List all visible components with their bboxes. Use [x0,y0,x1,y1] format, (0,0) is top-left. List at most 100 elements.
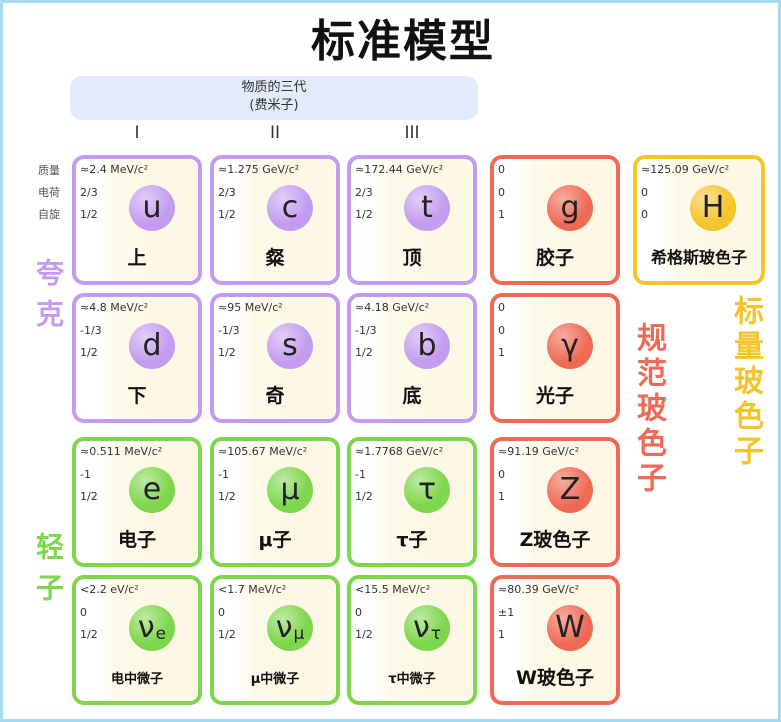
charge-value: -1/3 [80,324,102,337]
spin-value: 1 [498,346,505,359]
charge-value: -1/3 [218,324,240,337]
mass-row-label: 质量 [38,164,60,177]
mass-value: ≈4.8 MeV/c² [80,301,149,314]
mass-value: ≈95 MeV/c² [218,301,283,314]
generation-label-3: III [404,123,420,143]
quarks-group-label: 夸克 [32,258,65,340]
charge-value: 0 [641,186,648,199]
spin-value: 1/2 [355,346,373,359]
spin-value: 1/2 [355,208,373,221]
particle-symbol: ν [275,610,293,645]
charge-value: 0 [218,606,225,619]
mass-value: ≈172.44 GeV/c² [355,163,444,176]
particle-symbol: s [282,328,298,363]
charge-value: 0 [498,468,505,481]
leptons-group-label: 轻子 [32,532,65,614]
quark-cell-strange: ≈95 MeV/c² -1/3 1/2 s 奇 [210,293,340,423]
spin-value: 0 [641,208,648,221]
spin-value: 1/2 [218,208,236,221]
particle-symbol: ν [412,610,430,645]
spin-value: 1 [498,628,505,641]
particle-name: 光子 [535,385,574,407]
charge-value: 0 [355,606,362,619]
particle-symbol: g [560,190,580,225]
lepton-cell-muon: ≈105.67 MeV/c² -1 1/2 μ μ子 [210,437,340,567]
spin-value: 1/2 [218,346,236,359]
particle-name: μ中微子 [250,672,300,687]
particle-circle: s [267,323,313,369]
particle-name: 顶 [402,247,422,269]
charge-value: 0 [498,186,505,199]
spin-value: 1/2 [218,490,236,503]
charge-value: 0 [80,606,87,619]
particle-symbol: u [142,190,162,225]
gauge-boson-cell-z: ≈91.19 GeV/c² 0 1 Z Z玻色子 [490,437,620,567]
particle-circle: d [129,323,175,369]
particle-symbol: ν [137,610,155,645]
gauge-bosons-group-label: 规范玻色子 [631,322,666,497]
particle-symbol: W [555,610,585,645]
spin-value: 1 [498,490,505,503]
lepton-cell-tau: ≈1.7768 GeV/c² -1 1/2 τ τ子 [347,437,477,567]
particle-name: 粲 [265,247,285,269]
mass-value: ≈1.7768 GeV/c² [355,445,444,458]
lepton-cell-electron: ≈0.511 MeV/c² -1 1/2 e 电子 [72,437,202,567]
scalar-bosons-group-label: 标量玻色子 [728,295,763,470]
particle-symbol: γ [561,328,579,363]
charge-value: -1 [80,468,91,481]
mass-value: ≈2.4 MeV/c² [80,163,149,176]
particle-circle: t [404,185,450,231]
quark-cell-up: ≈2.4 MeV/c² 2/3 1/2 u 上 [72,155,202,285]
particle-name: 下 [127,385,147,407]
mass-value: ≈4.18 GeV/c² [355,301,430,314]
charge-value: ±1 [498,606,515,619]
particle-name: W玻色子 [516,667,594,689]
particle-symbol: d [142,328,162,363]
spin-value: 1/2 [80,490,98,503]
particle-circle: Z [547,467,593,513]
scalar-boson-cell-higgs: ≈125.09 GeV/c² 0 0 H 希格斯玻色子 [633,155,765,285]
spin-value: 1/2 [355,490,373,503]
header-line-2: (费米子) [249,98,299,113]
particle-symbol: τ [417,472,437,507]
charge-value: -1 [218,468,229,481]
particle-name: 底 [402,385,422,407]
particle-name: 胶子 [535,247,574,269]
charge-value: 0 [498,324,505,337]
mass-value: <15.5 MeV/c² [355,583,431,596]
spin-value: 1/2 [80,628,98,641]
particle-name: τ中微子 [388,672,436,687]
particle-symbol: μ [280,472,300,507]
charge-row-label: 电荷 [38,186,60,199]
particle-subscript: e [155,623,167,644]
generation-label-2: II [269,123,281,143]
gauge-boson-cell-w: ≈80.39 GeV/c² ±1 1 W W玻色子 [490,575,620,705]
particle-name: Z玻色子 [519,529,591,551]
mass-value: <2.2 eV/c² [80,583,139,596]
particle-symbol: Z [559,472,581,507]
charge-value: 2/3 [80,186,98,199]
particle-symbol: e [142,472,162,507]
particle-circle: e [129,467,175,513]
particle-circle: μ [267,467,313,513]
gauge-boson-cell-gluon: 0 0 1 g 胶子 [490,155,620,285]
quark-cell-bottom: ≈4.18 GeV/c² -1/3 1/2 b 底 [347,293,477,423]
mass-value: ≈1.275 GeV/c² [218,163,300,176]
particle-name: 希格斯玻色子 [650,248,747,267]
spin-value: 1/2 [355,628,373,641]
mass-value: <1.7 MeV/c² [218,583,287,596]
gauge-boson-cell-photon: 0 0 1 γ 光子 [490,293,620,423]
charge-value: 2/3 [355,186,373,199]
particle-symbol: b [417,328,437,363]
particle-circle: c [267,185,313,231]
particle-circle: γ [547,323,593,369]
particle-subscript: τ [430,623,441,644]
mass-value: ≈125.09 GeV/c² [641,163,730,176]
particle-name: 电中微子 [110,672,163,687]
mass-value: ≈91.19 GeV/c² [498,445,580,458]
particle-circle: b [404,323,450,369]
